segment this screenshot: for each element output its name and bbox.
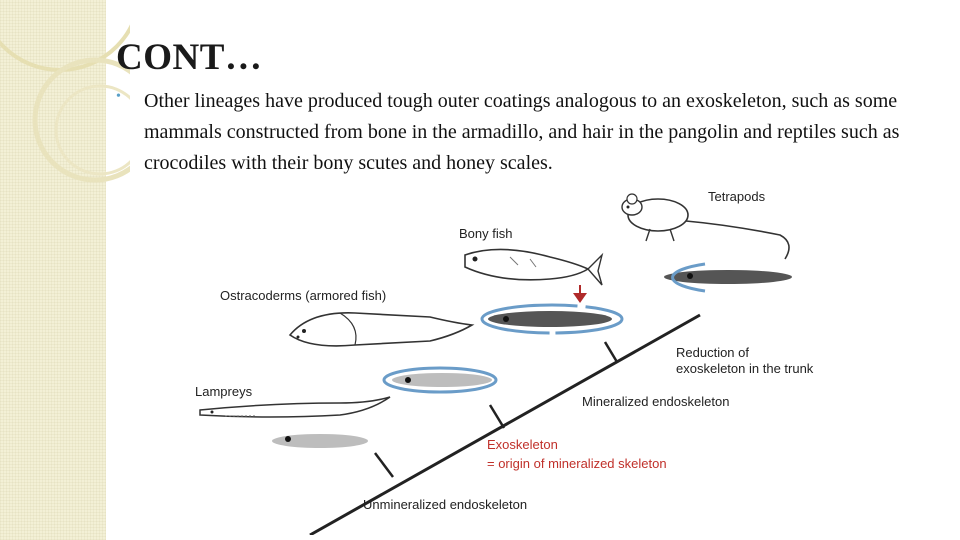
label-exoskeleton: Exoskeleton [487, 437, 558, 452]
lamprey-icon [200, 397, 390, 417]
label-exoskeleton-origin: = origin of mineralized skeleton [487, 456, 667, 471]
arrow-icon [573, 293, 587, 303]
node-tick-reduction [605, 342, 617, 362]
node-tick-mineralized [490, 405, 504, 428]
label-reduction-line1: Reduction of [676, 345, 749, 360]
bony-fish-icon [465, 249, 602, 285]
label-lampreys: Lampreys [195, 384, 253, 399]
label-mineralized-endoskeleton: Mineralized endoskeleton [582, 394, 729, 409]
label-reduction-line2: exoskeleton in the trunk [676, 361, 814, 376]
label-unmineralized-endoskeleton: Unmineralized endoskeleton [363, 497, 527, 512]
node-tick-exoskeleton [375, 453, 393, 477]
slide-title: CONT… [116, 36, 262, 79]
ostracoderm-icon [290, 313, 472, 346]
decorative-rings [0, 0, 130, 260]
bullet-text: Other lineages have produced tough outer… [144, 86, 944, 179]
bullet-icon: • [116, 89, 121, 105]
label-bony-fish: Bony fish [459, 226, 512, 241]
label-tetrapods: Tetrapods [708, 189, 766, 204]
evolution-diagram: Tetrapods Bony fish Ostracoderms (armore… [180, 185, 880, 535]
tetrapods-body [664, 270, 792, 284]
label-ostracoderms: Ostracoderms (armored fish) [220, 288, 386, 303]
